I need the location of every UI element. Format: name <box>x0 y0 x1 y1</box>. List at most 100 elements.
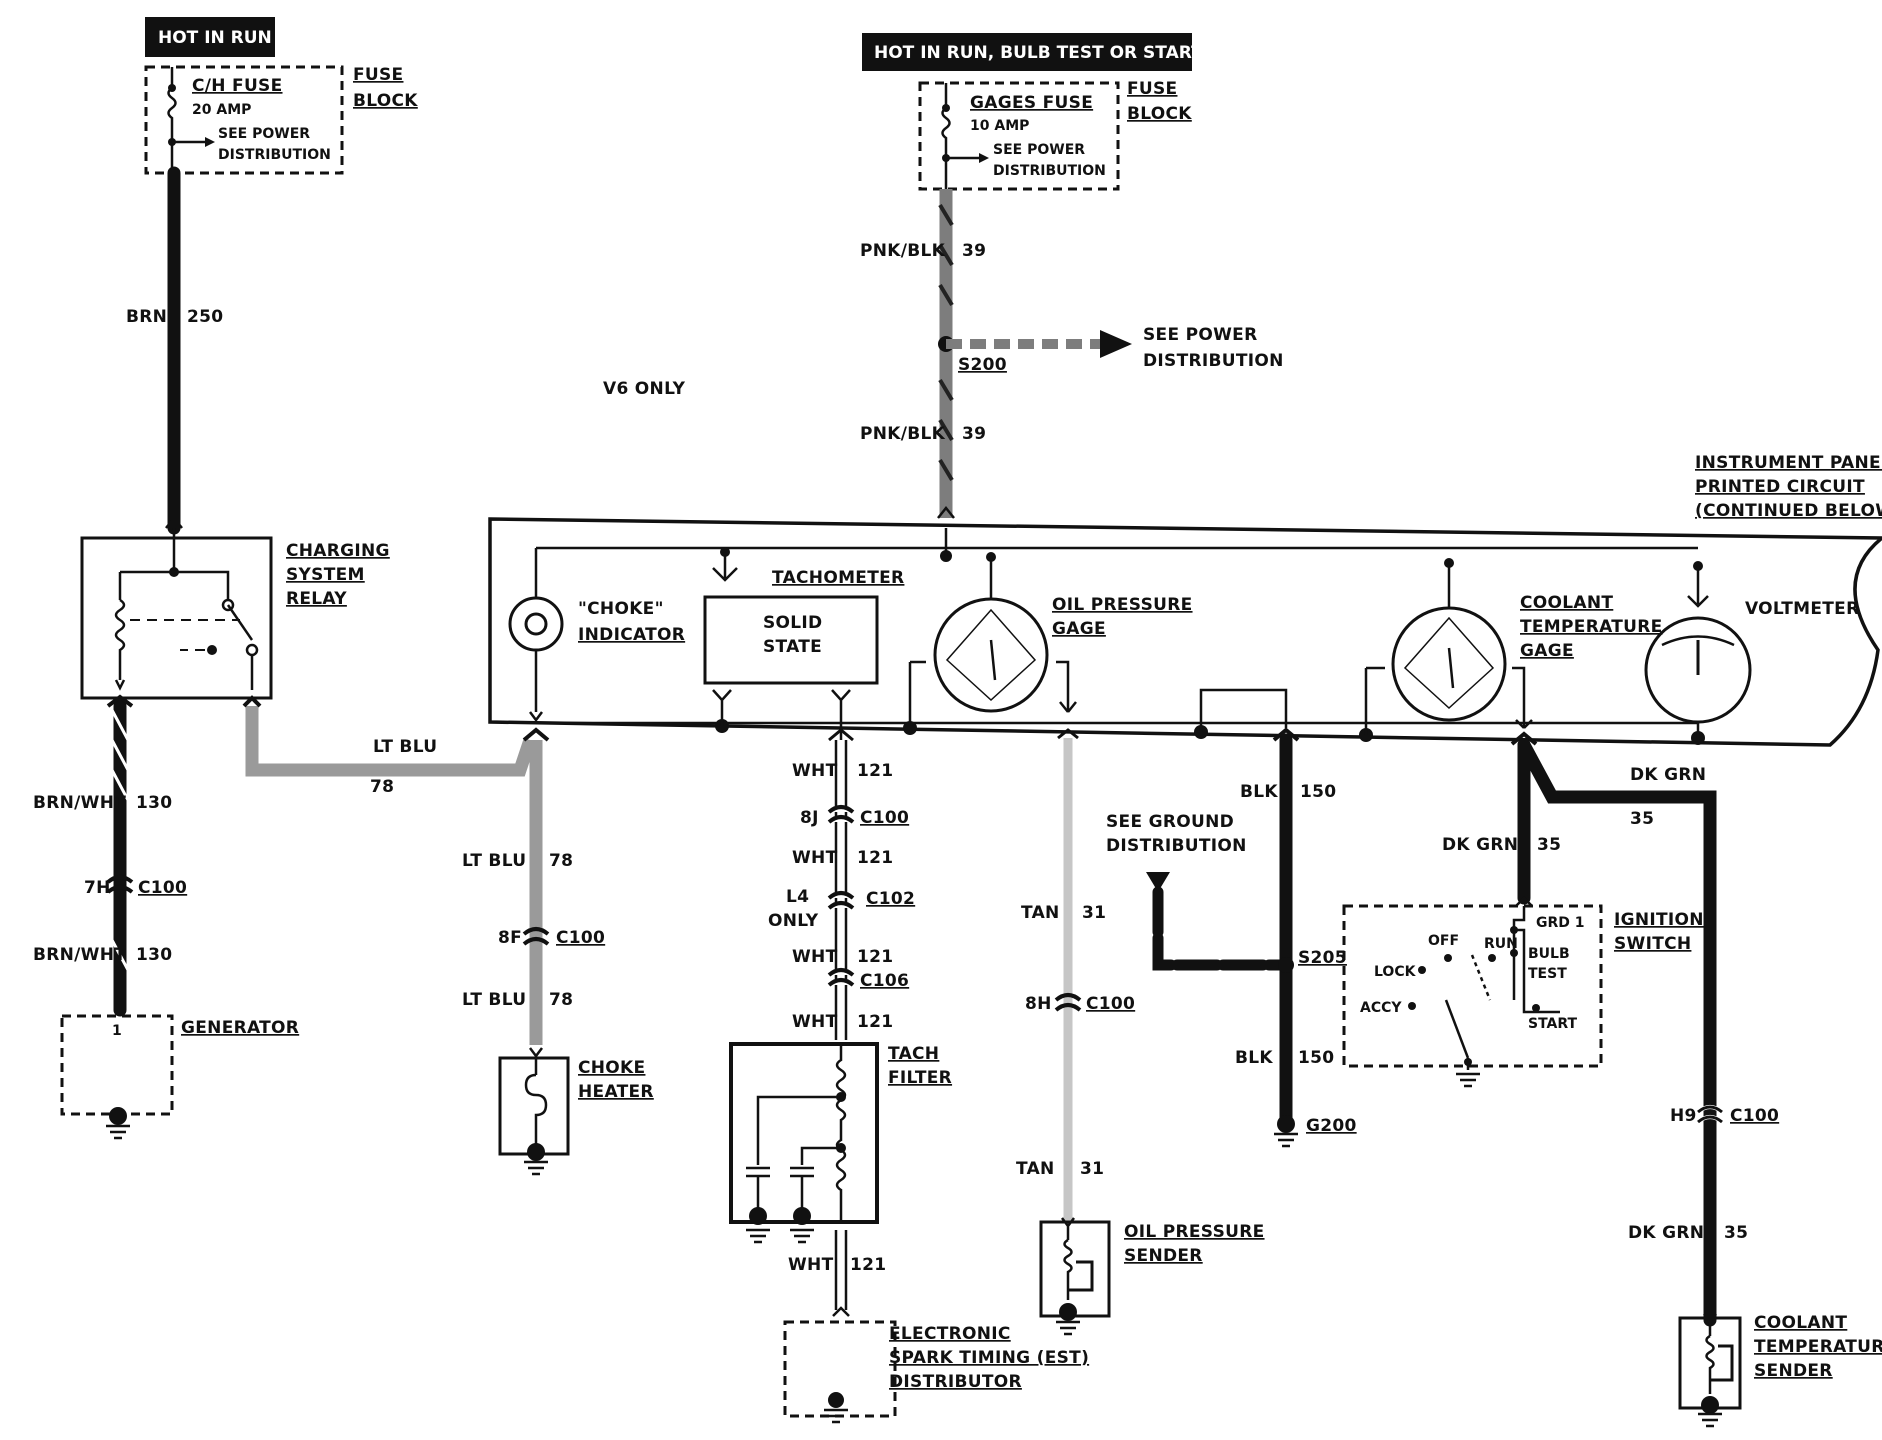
relay-label-1: CHARGING <box>286 541 390 561</box>
wire-brn-label: BRN <box>126 307 167 327</box>
wire-tan2-label: TAN <box>1016 1159 1055 1179</box>
ignition-switch-label-1: IGNITION <box>1614 910 1704 930</box>
c100-7h-pin: 7H <box>84 878 111 898</box>
c100-8f-label: C100 <box>556 928 605 948</box>
ign-grd-label: GRD 1 <box>1536 915 1585 931</box>
ign-start-label: START <box>1528 1016 1578 1032</box>
gages-fuse-see2: DISTRIBUTION <box>993 163 1106 179</box>
wire-dkgrn2-number: 35 <box>1537 835 1561 855</box>
wire-pnk2-label: PNK/BLK <box>860 424 946 444</box>
wire-dkgrn3-number: 35 <box>1724 1223 1748 1243</box>
c100-8h-pin: 8H <box>1025 994 1052 1014</box>
wire-ltblu-number: 78 <box>370 777 394 797</box>
wire-pnk2-number: 39 <box>962 424 986 444</box>
ch-fuse-block2: BLOCK <box>353 91 418 111</box>
wire-wht5-number: 121 <box>850 1255 886 1275</box>
wire-brnwht2-number: 130 <box>136 945 172 965</box>
see-ground-text1: SEE GROUND <box>1106 812 1234 832</box>
ground-jumper <box>1199 688 1288 732</box>
splice-s205-label: S205 <box>1298 948 1347 968</box>
wire-lt-blu-78-relay <box>245 706 537 777</box>
ip-label-1: INSTRUMENT PANEL <box>1695 453 1882 473</box>
wire-blk1-number: 150 <box>1300 782 1336 802</box>
wire-wht2-number: 121 <box>857 848 893 868</box>
wire-blk2-label: BLK <box>1235 1048 1273 1068</box>
wire-brnwht2-label: BRN/WHT <box>33 945 126 965</box>
splice-s205 <box>1278 957 1294 973</box>
connector-c100-8f: 8F C100 <box>498 927 605 948</box>
est-label-1: ELECTRONIC <box>889 1324 1011 1344</box>
wire-ltblu3-number: 78 <box>549 990 573 1010</box>
header-hot-in-run: HOT IN RUN <box>145 17 275 57</box>
ch-fuse-see1: SEE POWER <box>218 126 310 142</box>
wire-dkgrn1-label: DK GRN <box>1630 765 1706 785</box>
v6-only-note: V6 ONLY <box>603 379 686 399</box>
ch-fuse-block1: FUSE <box>353 65 403 85</box>
relay-label-2: SYSTEM <box>286 565 365 585</box>
wire-tan1-label: TAN <box>1021 903 1060 923</box>
oil-gage-label-1: OIL PRESSURE <box>1052 595 1193 615</box>
gages-fuse-rating: 10 AMP <box>970 118 1029 134</box>
coolant-sender-label-1: COOLANT <box>1754 1313 1847 1333</box>
splice-s200-label: S200 <box>958 355 1007 375</box>
wire-wht1-label: WHT <box>792 761 838 781</box>
wire-wht3-number: 121 <box>857 947 893 967</box>
tachometer-label: TACHOMETER <box>772 568 904 588</box>
coolant-sender-label-2: TEMPERATURE <box>1754 1337 1882 1357</box>
ignition-switch: GRD 1 BULB TEST START RUN OFF LOCK ACCY … <box>1342 896 1704 1088</box>
wire-wht5-label: WHT <box>788 1255 834 1275</box>
wire-tan1-number: 31 <box>1082 903 1106 923</box>
est-label-2: SPARK TIMING (EST) <box>889 1348 1089 1368</box>
wire-dkgrn2-label: DK GRN <box>1442 835 1518 855</box>
generator: 1 GENERATOR <box>60 1014 299 1140</box>
wire-pnk1-label: PNK/BLK <box>860 241 946 261</box>
ign-lock-label: LOCK <box>1374 964 1417 980</box>
wire-ltblu-label: LT BLU <box>373 737 437 757</box>
wire-wht-121 <box>834 740 848 1310</box>
c100-8j-pin: 8J <box>800 808 819 828</box>
ip-label-3: (CONTINUED BELOW) <box>1695 501 1882 521</box>
wire-wht3-label: WHT <box>792 947 838 967</box>
c100-8h-label: C100 <box>1086 994 1135 1014</box>
gages-fuse-block1: FUSE <box>1127 79 1177 99</box>
see-power-arrow <box>1100 330 1132 358</box>
ign-off-label: OFF <box>1428 933 1459 949</box>
wire-ltblu2-number: 78 <box>549 851 573 871</box>
c106-label: C106 <box>860 971 909 991</box>
ip-label-2: PRINTED CIRCUIT <box>1695 477 1865 497</box>
oil-sender-label-2: SENDER <box>1124 1246 1203 1266</box>
ch-fuse-rating: 20 AMP <box>192 102 251 118</box>
ign-bulb-label: BULB <box>1528 946 1570 962</box>
see-power-text2: DISTRIBUTION <box>1143 351 1284 371</box>
c102-label: C102 <box>866 889 915 909</box>
oil-pressure-gage: OIL PRESSURE GAGE <box>908 557 1193 723</box>
coolant-temperature-gage: COOLANT TEMPERATURE GAGE <box>1364 563 1662 735</box>
see-ground-text2: DISTRIBUTION <box>1106 836 1247 856</box>
tach-filter-label-2: FILTER <box>888 1068 952 1088</box>
l4-only-label-2: ONLY <box>768 911 819 931</box>
voltmeter: VOLTMETER <box>1644 566 1859 738</box>
coolant-gage-label-3: GAGE <box>1520 641 1574 661</box>
choke-indicator-label-2: INDICATOR <box>578 625 685 645</box>
ignition-switch-label-2: SWITCH <box>1614 934 1691 954</box>
est-distributor: ELECTRONIC SPARK TIMING (EST) DISTRIBUTO… <box>783 1306 1089 1424</box>
gages-fuse-block2: BLOCK <box>1127 104 1192 124</box>
choke-heater-label-1: CHOKE <box>578 1058 645 1078</box>
c100-8f-pin: 8F <box>498 928 522 948</box>
header-bulb-test-text: HOT IN RUN, BULB TEST OR START <box>874 43 1203 63</box>
wire-wht4-number: 121 <box>857 1012 893 1032</box>
ign-run-label: RUN <box>1484 936 1518 952</box>
solid-state-label-2: STATE <box>763 637 822 657</box>
c100-7h-label: C100 <box>138 878 187 898</box>
voltmeter-label: VOLTMETER <box>1745 599 1859 619</box>
solid-state-label-1: SOLID <box>763 613 822 633</box>
ign-test-label: TEST <box>1528 966 1567 982</box>
ground-g200: G200 <box>1274 1115 1356 1148</box>
wire-brnwht1-number: 130 <box>136 793 172 813</box>
gages-fuse-name: GAGES FUSE <box>970 93 1093 113</box>
c100-8j-label: C100 <box>860 808 909 828</box>
connector-c100-8h: 8H C100 <box>1025 993 1135 1014</box>
connector-c100-h9: H9 C100 <box>1670 1105 1779 1126</box>
connector-c102: L4 ONLY C102 <box>768 887 915 931</box>
